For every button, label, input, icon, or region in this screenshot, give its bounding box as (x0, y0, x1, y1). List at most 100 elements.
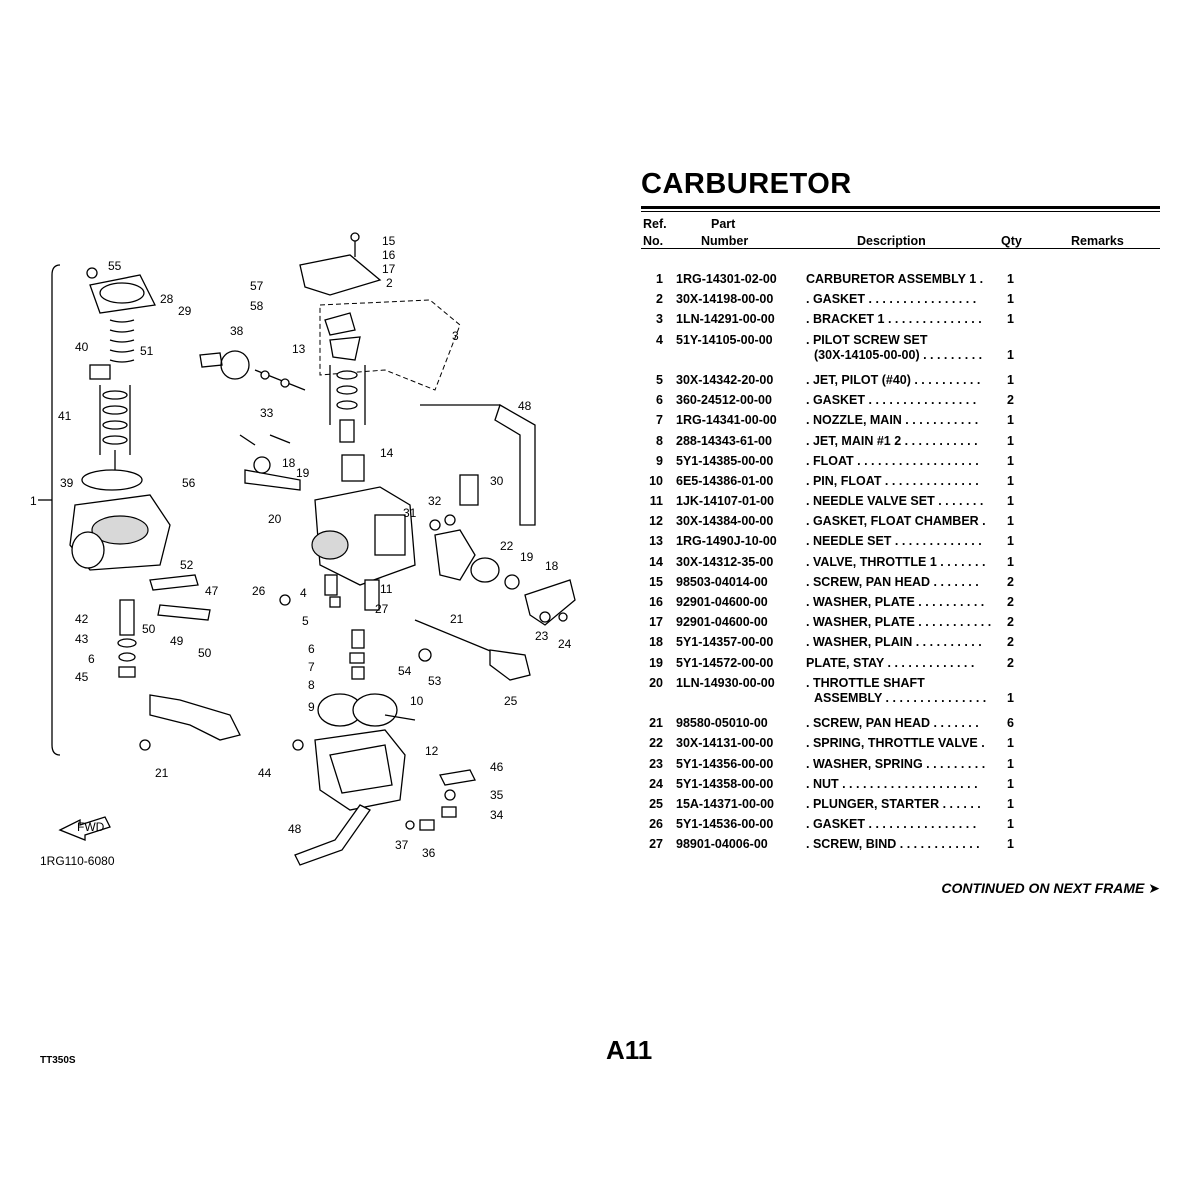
callout-12: 12 (425, 744, 439, 758)
callout-22: 22 (500, 539, 514, 553)
continued-note: CONTINUED ON NEXT FRAME ➤ (941, 880, 1160, 896)
description: . NEEDLE VALVE SET . . . . . . . (806, 494, 1001, 509)
callout-52: 52 (180, 558, 194, 572)
callout-35: 35 (490, 788, 504, 802)
quantity: 2 (1007, 655, 1014, 670)
part-number: 1LN-14930-00-00 (676, 675, 775, 690)
ref-no: 12 (649, 514, 663, 529)
callout-21b: 21 (155, 766, 169, 780)
description-line: . GASKET . . . . . . . . . . . . . . . . (806, 393, 977, 408)
callout-53: 53 (428, 674, 442, 688)
quantity: 1 (1007, 796, 1014, 811)
part-number: 5Y1-14536-00-00 (676, 817, 774, 832)
callout-50b: 50 (198, 646, 212, 660)
callout-28: 28 (160, 292, 174, 306)
callout-13: 13 (292, 342, 306, 356)
part-number: 30X-14198-00-00 (676, 292, 774, 307)
callout-29: 29 (178, 304, 192, 318)
callout-6: 6 (88, 652, 95, 666)
ref-no: 23 (649, 756, 663, 771)
part-number: 360-24512-00-00 (676, 393, 772, 408)
ref-no: 26 (649, 817, 663, 832)
callout-6b: 6 (308, 642, 315, 656)
description-line: . WASHER, PLATE . . . . . . . . . . . (806, 615, 992, 630)
ref-no: 7 (656, 413, 663, 428)
description-line: . NOZZLE, MAIN . . . . . . . . . . . (806, 413, 979, 428)
part-number: 92901-04600-00 (676, 615, 768, 630)
model-code: TT350S (40, 1055, 76, 1066)
description: . WASHER, SPRING . . . . . . . . . (806, 757, 1001, 772)
description: . PIN, FLOAT . . . . . . . . . . . . . . (806, 474, 1001, 489)
callout-58: 58 (250, 299, 264, 313)
callout-31: 31 (403, 506, 417, 520)
quantity: 2 (1007, 615, 1014, 630)
description: . WASHER, PLATE . . . . . . . . . . (806, 595, 1001, 610)
part-number: 5Y1-14357-00-00 (676, 635, 774, 650)
quantity: 6 (1007, 716, 1014, 731)
part-number: 30X-14131-00-00 (676, 736, 774, 751)
header-ref: Ref. (643, 217, 667, 231)
ref-no: 17 (649, 615, 663, 630)
part-number: 5Y1-14358-00-00 (676, 776, 774, 791)
description: . GASKET . . . . . . . . . . . . . . . . (806, 393, 1001, 408)
description: . GASKET . . . . . . . . . . . . . . . . (806, 817, 1001, 832)
ref-no: 9 (656, 453, 663, 468)
callout-19b: 19 (520, 550, 534, 564)
part-number: 5Y1-14572-00-00 (676, 655, 774, 670)
part-number: 98901-04006-00 (676, 837, 768, 852)
ref-no: 2 (656, 292, 663, 307)
ref-no: 4 (656, 332, 663, 347)
page-title: CARBURETOR (641, 168, 852, 200)
quantity: 1 (1007, 494, 1014, 509)
table-row: 26 5Y1-14536-00-00 . GASKET . . . . . . . … (641, 815, 1160, 835)
part-number: 1RG-1490J-10-00 (676, 534, 777, 549)
table-row: 22 30X-14131-00-00 . SPRING, THROTTLE VALV… (641, 734, 1160, 754)
carburetor-exploded-view: FWD 1RG110-6080 (30, 232, 576, 868)
ref-no: 22 (649, 736, 663, 751)
part-number: 1LN-14291-00-00 (676, 312, 775, 327)
ref-no: 1 (656, 272, 663, 286)
description: . SCREW, BIND . . . . . . . . . . . . (806, 837, 1001, 852)
ref-no: 20 (649, 675, 663, 690)
callout-8: 8 (308, 678, 315, 692)
description: . WASHER, PLATE . . . . . . . . . . . (806, 615, 1001, 630)
callout-15: 15 (382, 234, 396, 248)
quantity: 2 (1007, 635, 1014, 650)
callout-30: 30 (490, 474, 504, 488)
description-line: . PLUNGER, STARTER . . . . . . (806, 796, 981, 811)
ref-no: 14 (649, 554, 663, 569)
header-part: Part (711, 217, 736, 231)
description: . SPRING, THROTTLE VALVE . (806, 736, 1001, 751)
quantity: 1 (1007, 554, 1014, 569)
callout-57: 57 (250, 279, 264, 293)
header-no: No. (643, 234, 664, 248)
description: . NUT . . . . . . . . . . . . . . . . . … (806, 777, 1001, 792)
part-number: 6E5-14386-01-00 (676, 473, 774, 488)
callout-21: 21 (450, 612, 464, 626)
ref-no: 19 (649, 655, 663, 670)
description-line: . SCREW, BIND . . . . . . . . . . . . (806, 837, 980, 852)
header-remarks: Remarks (1071, 234, 1124, 248)
description-line: . GASKET . . . . . . . . . . . . . . . . (806, 292, 977, 307)
description-line: . NEEDLE SET . . . . . . . . . . . . . (806, 534, 982, 549)
description-line: . SCREW, PAN HEAD . . . . . . . (806, 574, 979, 589)
callout-55: 55 (108, 259, 122, 273)
quantity: 1 (1007, 372, 1014, 387)
part-number: 98503-04014-00 (676, 574, 768, 589)
description-line: . GASKET . . . . . . . . . . . . . . . . (806, 817, 977, 832)
callout-3: 3 (452, 329, 459, 343)
quantity: 1 (1007, 736, 1014, 751)
description: . SCREW, PAN HEAD . . . . . . . (806, 575, 1001, 590)
callout-39: 39 (60, 476, 74, 490)
header-description: Description (857, 234, 926, 248)
